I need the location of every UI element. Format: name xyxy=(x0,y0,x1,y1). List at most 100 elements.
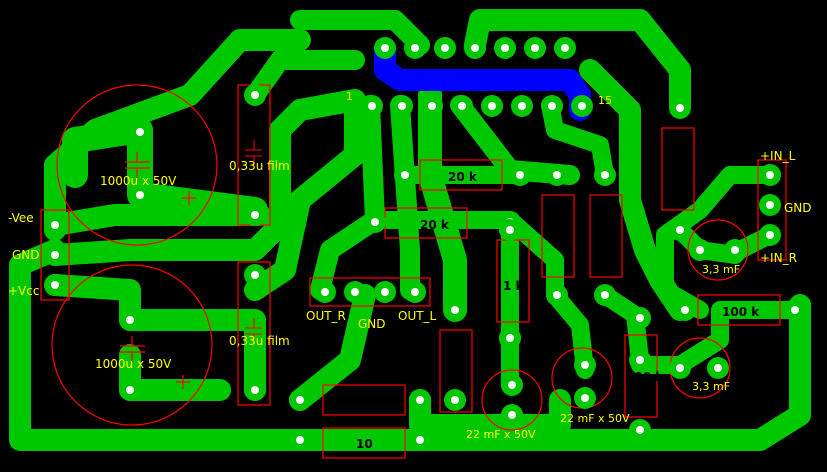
trace-vcc xyxy=(44,274,266,401)
c1-plus-mark xyxy=(182,191,196,205)
trace-ic-left2 xyxy=(390,95,420,300)
cap22-a-outline xyxy=(481,369,543,431)
pad-hole xyxy=(531,44,539,52)
pad-hole xyxy=(428,102,436,110)
r1k-b-outline xyxy=(589,194,623,278)
pad-hole xyxy=(581,394,589,402)
pad-hole xyxy=(676,364,684,372)
pad-hole xyxy=(766,201,774,209)
trace-ic-mid xyxy=(418,83,467,322)
r100k-right-outline xyxy=(697,294,781,326)
pad-hole xyxy=(411,288,419,296)
pad-hole xyxy=(51,221,59,229)
c1-symbol xyxy=(125,152,150,178)
output-connector-outline xyxy=(309,277,431,307)
r1k-b-label: 1 k xyxy=(596,225,618,239)
pad-hole xyxy=(508,381,516,389)
pad-hole xyxy=(416,396,424,404)
pad-hole xyxy=(601,291,609,299)
pad-hole xyxy=(351,288,359,296)
pad-hole xyxy=(506,226,514,234)
pad-hole xyxy=(676,104,684,112)
power-connector-outline xyxy=(40,209,70,301)
r100k-vert-label: 100 k xyxy=(626,370,664,384)
pad-hole xyxy=(126,316,134,324)
pad-hole xyxy=(136,191,144,199)
pad-hole xyxy=(411,44,419,52)
r20k-top-label: 20 k xyxy=(448,170,478,184)
r100k-right-label: 100 k xyxy=(722,305,760,319)
pad-hole xyxy=(601,171,609,179)
pad-hole xyxy=(251,91,259,99)
r10-top-outline xyxy=(322,384,406,416)
connector-vee-label: -Vee xyxy=(8,211,34,225)
c2-plus-mark xyxy=(176,375,190,389)
trace-vee xyxy=(44,204,271,236)
pad-hole xyxy=(458,102,466,110)
c2-outline xyxy=(51,264,213,426)
trace-r1k-pair xyxy=(546,286,649,379)
connector-vcc-label: +Vcc xyxy=(8,284,39,298)
pad-hole xyxy=(696,246,704,254)
pad-hole xyxy=(791,306,799,314)
film2-symbol xyxy=(245,318,262,344)
pad-hole xyxy=(714,364,722,372)
pad-hole xyxy=(136,128,144,136)
r1k-right-outline xyxy=(661,127,695,211)
r10-vert-outline xyxy=(439,329,473,413)
trace-c1 xyxy=(62,117,268,223)
r10-bottom-outline xyxy=(322,427,406,459)
pad-hole xyxy=(381,44,389,52)
component-pads xyxy=(44,37,806,451)
pad-hole xyxy=(381,288,389,296)
pad-hole xyxy=(766,171,774,179)
pad-hole xyxy=(636,356,644,364)
trace-cap33-bottom xyxy=(631,301,804,374)
c1-outline xyxy=(56,84,218,246)
pad-hole xyxy=(548,102,556,110)
connector-in-l-label: +IN_L xyxy=(760,149,796,163)
trace-bottom-band xyxy=(289,284,571,436)
r10-top-label: 10 xyxy=(356,394,373,408)
pad-hole xyxy=(553,171,561,179)
pad-hole xyxy=(296,436,304,444)
pad-hole xyxy=(368,102,376,110)
cap33-top-outline xyxy=(687,219,749,281)
trace-upper-band xyxy=(245,50,365,105)
pad-hole xyxy=(441,44,449,52)
pad-hole xyxy=(251,386,259,394)
pad-hole xyxy=(636,426,644,434)
c2-label: 1000u x 50V xyxy=(95,357,172,371)
connector-out-r-label: OUT_R xyxy=(306,309,346,323)
film1-symbol xyxy=(245,140,262,166)
pad-hole xyxy=(488,102,496,110)
film2-outline xyxy=(237,261,271,406)
pad-hole xyxy=(251,271,259,279)
pad-hole xyxy=(553,291,561,299)
pad-hole xyxy=(126,386,134,394)
pad-hole xyxy=(518,102,526,110)
pad-hole xyxy=(501,44,509,52)
pad-hole xyxy=(251,211,259,219)
cap33-top-label: 3,3 mF xyxy=(702,263,740,276)
pad-hole xyxy=(578,102,586,110)
ic-pin1-label: 1 xyxy=(346,90,353,103)
pad-hole xyxy=(516,171,524,179)
pad-hole xyxy=(561,44,569,52)
r1k-a-outline xyxy=(541,194,575,278)
c2-symbol xyxy=(120,336,145,362)
r10-vert-label: 10 xyxy=(449,365,466,379)
pad-hole xyxy=(676,226,684,234)
r1k-c-label: 1 k xyxy=(503,279,525,293)
pad-hole xyxy=(371,218,379,226)
input-connector-outline xyxy=(757,159,787,261)
connector-in-r-label: +IN_R xyxy=(760,251,797,265)
pad-hole xyxy=(51,251,59,259)
connector-out-l-label: OUT_L xyxy=(398,309,437,323)
film2-label: 0,33u film xyxy=(229,334,290,348)
pad-hole xyxy=(401,171,409,179)
r100k-vert-outline xyxy=(624,334,658,418)
pad-hole xyxy=(506,334,514,342)
pad-hole xyxy=(51,281,59,289)
cap22-b-label: 22 mF x 50V xyxy=(560,412,630,425)
